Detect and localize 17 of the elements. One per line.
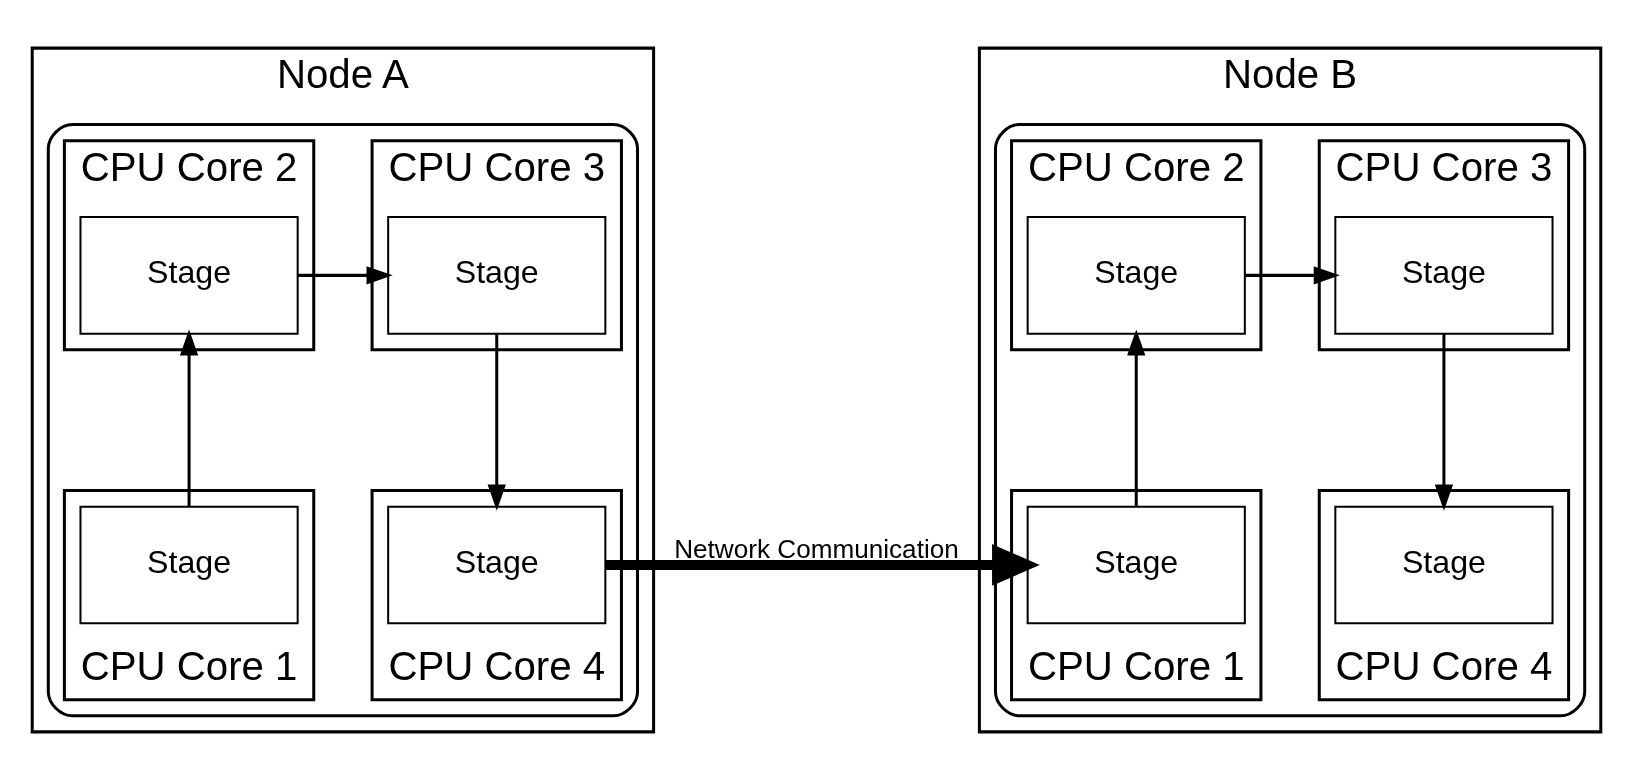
node-box: Stage xyxy=(387,215,607,335)
node-box: Stage xyxy=(1026,505,1246,624)
edge-label: Network Communication xyxy=(674,533,959,564)
node-box: Stage xyxy=(387,505,607,624)
arrow xyxy=(1434,333,1454,511)
node-box: Stage xyxy=(79,215,299,335)
arrow xyxy=(605,543,1040,586)
arrow xyxy=(1245,265,1340,285)
node-box: Stage xyxy=(1026,215,1246,335)
cluster xyxy=(46,122,640,717)
arrow xyxy=(179,328,199,506)
arrow xyxy=(487,333,506,511)
node-box: Stage xyxy=(79,505,299,624)
node-box: Stage xyxy=(1334,505,1554,624)
arrow xyxy=(1127,328,1146,506)
node-box: Stage xyxy=(1334,215,1554,335)
arrow xyxy=(298,265,393,285)
